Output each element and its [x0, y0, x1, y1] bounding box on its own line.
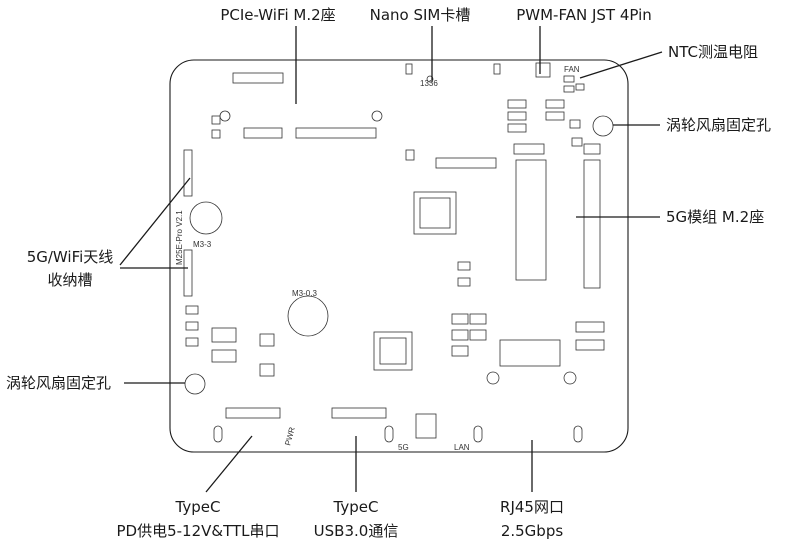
turbo-hole-right [592, 115, 614, 137]
callout-pcie-wifi: PCIe-WiFi M.2座 [220, 6, 335, 24]
fan-header [535, 62, 551, 78]
callout-ntc: NTC测温电阻 [668, 43, 758, 61]
board-version-text: M25E-Pro V2.1 [175, 210, 184, 265]
pwr-text: PWR [283, 426, 297, 447]
typec-usb-connector [331, 407, 387, 419]
m2-5g-header [583, 143, 601, 155]
m3-left-standoff [189, 201, 223, 235]
m3-center-standoff [287, 295, 329, 337]
ntc-parts [563, 75, 585, 93]
m3-left-text: M3-3 [193, 240, 212, 249]
rj45-chip [415, 413, 437, 439]
lan-text: LAN [454, 443, 470, 452]
m2-wifi-hole-left [219, 110, 231, 122]
fan-label-text: FAN [564, 65, 580, 74]
callout-typec-usb-2: USB3.0通信 [314, 522, 399, 540]
rj45-hole-right [563, 371, 577, 385]
callout-typec-pd-1: TypeC [175, 498, 221, 516]
callout-rj45-2: 2.5Gbps [501, 522, 564, 540]
slot-bottom-rj [473, 425, 483, 443]
component-grid [185, 63, 605, 377]
soc-chip [413, 191, 457, 235]
slot-bottom-left [213, 425, 223, 443]
callout-antenna-1: 5G/WiFi天线 [27, 248, 114, 266]
callout-nano-sim: Nano SIM卡槽 [370, 6, 471, 24]
fiveg-text: 5G [398, 443, 409, 452]
leader-typec-pd [205, 435, 253, 493]
antenna-slot-upper [183, 149, 193, 197]
m2-5g-connector [583, 159, 601, 289]
turbo-hole-left [184, 373, 206, 395]
callout-antenna-2: 收纳槽 [47, 271, 92, 289]
callout-5g-m2: 5G模组 M.2座 [666, 208, 764, 226]
callout-typec-pd-2: PD供电5-12V&TTL串口 [116, 522, 279, 540]
soc-inner [419, 197, 451, 229]
callout-turbo-left: 涡轮风扇固定孔 [6, 374, 111, 392]
sim-code-text: 1336 [420, 79, 438, 88]
slot-bottom-mid [384, 425, 394, 443]
typec-pd-connector [225, 407, 281, 419]
pcb-outline [169, 59, 629, 453]
callout-pwm-fan: PWM-FAN JST 4Pin [516, 6, 652, 24]
m2-wifi-hole-right [371, 110, 383, 122]
callout-rj45-1: RJ45网口 [500, 498, 564, 516]
callout-typec-usb-1: TypeC [333, 498, 379, 516]
m2-wifi-connector [232, 72, 377, 139]
sim-hole [426, 75, 434, 83]
slot-bottom-right [573, 425, 583, 443]
leader-ntc [579, 51, 663, 79]
m3-center-text: M3-0.3 [292, 289, 317, 298]
callout-turbo-right: 涡轮风扇固定孔 [666, 116, 771, 134]
leader-antenna-upper [119, 177, 191, 266]
rj45-hole-left [486, 371, 500, 385]
antenna-slot-lower [183, 249, 193, 297]
controller-inner [379, 337, 407, 365]
